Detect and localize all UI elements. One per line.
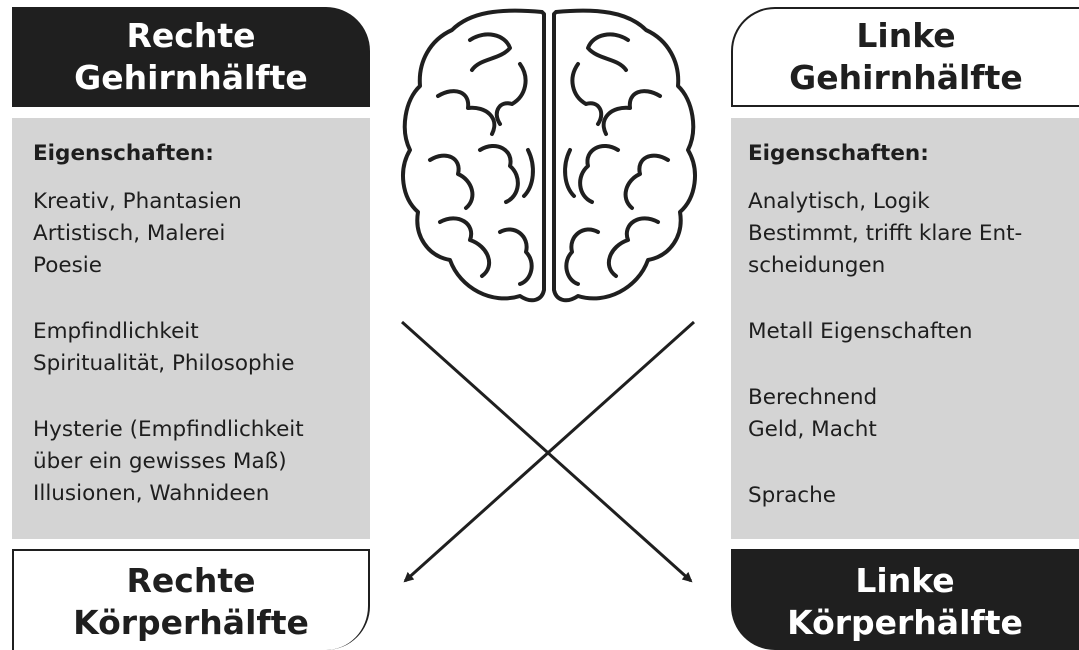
property-group: Kreativ, Phantasien Artistisch, Malerei … <box>33 186 356 282</box>
property-group: Analytisch, Logik Bestimmt, trifft klare… <box>748 186 1065 282</box>
right-body-title-line1: Rechte <box>126 560 256 600</box>
left-body-title-line2: Körperhälfte <box>787 602 1023 642</box>
right-hemisphere-header: Rechte Gehirnhälfte <box>12 7 370 107</box>
property-group: Hysterie (Empfindlichkeit über ein gewis… <box>33 414 356 510</box>
property-line: Empfindlichkeit <box>33 319 199 344</box>
left-hemisphere-title-line1: Linke <box>856 16 956 55</box>
left-body-title-line1: Linke <box>855 560 955 600</box>
property-line: über ein gewisses Maß) <box>33 449 287 474</box>
right-body-half-header: Rechte Körperhälfte <box>12 549 370 650</box>
property-line: Kreativ, Phantasien <box>33 189 242 214</box>
property-group: Sprache <box>748 480 1065 512</box>
arrow-to-left-body-icon <box>400 320 693 583</box>
property-group: Metall Eigenschaften <box>748 316 1065 348</box>
right-body-title-line2: Körperhälfte <box>73 602 309 642</box>
left-hemisphere-properties-panel: Eigenschaften: Analytisch, Logik Bestimm… <box>731 118 1079 539</box>
left-hemisphere-properties-heading: Eigenschaften: <box>748 141 929 166</box>
property-line: Analytisch, Logik <box>748 189 930 214</box>
arrow-to-right-body-icon <box>403 320 696 583</box>
left-hemisphere-header: Linke Gehirnhälfte <box>731 7 1079 107</box>
property-line: Bestimmt, trifft klare Ent- <box>748 221 1023 246</box>
right-hemisphere-properties-heading: Eigenschaften: <box>33 141 214 166</box>
property-line: Spiritualität, Philosophie <box>33 351 295 376</box>
left-hemisphere-title-line2: Gehirnhälfte <box>789 58 1023 97</box>
property-line: Poesie <box>33 253 102 278</box>
brain-icon <box>401 8 697 303</box>
property-group: Berechnend Geld, Macht <box>748 382 1065 446</box>
property-line: Metall Eigenschaften <box>748 319 973 344</box>
property-line: Berechnend <box>748 385 878 410</box>
property-line: Sprache <box>748 483 836 508</box>
property-line: scheidungen <box>748 253 886 278</box>
property-line: Geld, Macht <box>748 417 877 442</box>
property-group: Empfindlichkeit Spiritualität, Philosoph… <box>33 316 356 380</box>
right-hemisphere-properties-panel: Eigenschaften: Kreativ, Phantasien Artis… <box>12 118 370 539</box>
property-line: Artistisch, Malerei <box>33 221 226 246</box>
right-hemisphere-title-line1: Rechte <box>126 16 256 55</box>
right-hemisphere-title-line2: Gehirnhälfte <box>74 58 308 97</box>
property-line: Illusionen, Wahnideen <box>33 481 270 506</box>
property-line: Hysterie (Empfindlichkeit <box>33 417 304 442</box>
left-body-half-header: Linke Körperhälfte <box>731 549 1079 650</box>
